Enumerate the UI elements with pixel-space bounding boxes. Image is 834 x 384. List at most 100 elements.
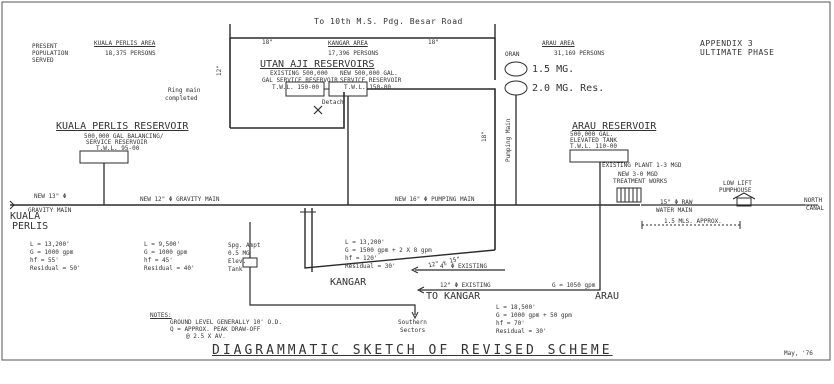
oran-tank-2 <box>504 80 528 96</box>
oran-tank-1-label: 1.5 MG. <box>532 64 575 75</box>
main-18 <box>367 88 496 250</box>
southern-sectors-1: Southern <box>398 319 427 326</box>
arau-stat-3: hf = 70' <box>496 320 525 327</box>
notes-line-1: GROUND LEVEL GENERALLY 10' O.D. <box>170 319 282 326</box>
kuala-perlis-town-1: KUALA <box>10 211 41 222</box>
pipe-12-existing-label: 12" Φ EXISTING <box>440 282 491 289</box>
arau-reservoir-desc-3: T.W.L. 110-00 <box>570 143 617 150</box>
top-road-pipe <box>229 24 496 39</box>
plant-new-2: TREATMENT WORKS <box>613 178 668 185</box>
flow-1050-label: G = 1050 gpm <box>552 282 596 289</box>
mid-stat-3: hf = 45' <box>144 257 173 264</box>
kangar-stat-3: hf = 120' <box>345 255 378 262</box>
raw-water-2: WATER MAIN <box>656 207 693 214</box>
southern-feed <box>249 222 416 315</box>
utan-aji-new-1: NEW 500,000 GAL. <box>340 70 398 77</box>
plant-new-1: NEW 3-0 MGD <box>618 171 658 178</box>
ring-main-label-1: Ring main <box>168 87 201 94</box>
raw-water-1: 15" Φ RAW <box>660 199 693 206</box>
elev-tank-3: Elev. <box>228 258 247 265</box>
kp-stat-3: hf = 55' <box>30 257 59 264</box>
arau-reservoir-title: ARAU RESERVOIR <box>572 121 657 132</box>
mid-stat-2: G = 1000 gpm <box>144 249 188 256</box>
kangar-stat-1: L = 13,200' <box>345 239 385 246</box>
north-canal-1: NORTH <box>804 197 823 204</box>
present-population-3: SERVED <box>32 57 54 64</box>
arau-reservoir-desc-1: 500,000 GAL. <box>570 131 614 138</box>
oran-label: ORAN <box>505 51 520 58</box>
notes-line-3: @ 2.5 X AV. <box>186 333 226 340</box>
kuala-perlis-area-persons: 18,375 PERSONS <box>105 50 156 57</box>
arau-town: ARAU <box>595 291 620 302</box>
arau-reservoir-box <box>569 149 629 163</box>
kangar-stat-2: G = 1500 gpm + 2 X 8 gpm <box>345 247 432 254</box>
appendix-line-2: ULTIMATE PHASE <box>700 48 775 57</box>
present-population-1: PRESENT <box>32 43 58 50</box>
oran-tank-1 <box>504 61 528 77</box>
oran-tank-2-label: 2.0 MG. Res. <box>532 83 605 94</box>
scheme-title: DIAGRAMMATIC SKETCH OF REVISED SCHEME <box>212 343 613 358</box>
utan-aji-existing-1: EXISTING 500,000 <box>270 70 328 77</box>
kangar-feed <box>304 208 496 269</box>
kangar-town: KANGAR <box>330 277 367 288</box>
mid-stat-4: Residual = 40' <box>144 265 195 272</box>
top-road-label: To 10th M.S. Pdg. Besar Road <box>314 17 463 26</box>
kp-reservoir-desc-2: SERVICE RESERVOIR <box>86 139 148 146</box>
present-population-2: POPULATION <box>32 50 69 57</box>
gravity-main-right: NEW 12" Φ GRAVITY MAIN <box>140 196 220 203</box>
kuala-perlis-town-2: PERLIS <box>12 221 49 232</box>
pumping-main-vertical-label: Pumping Main <box>505 118 512 162</box>
arau-area-title: ARAU AREA <box>542 40 575 47</box>
kp-reservoir-box <box>79 150 129 164</box>
detach-label: Detach <box>322 99 344 106</box>
page-border <box>1 1 831 361</box>
kp-stat-4: Residual = 50' <box>30 265 81 272</box>
elev-tank-1: Spg. Ampt <box>228 242 261 249</box>
ring-main-label-2: completed <box>165 95 198 102</box>
kp-stat-1: L = 13,200' <box>30 241 70 248</box>
southern-sectors-2: Sectors <box>400 327 426 334</box>
elev-tank-2: 0.5 MG <box>228 250 250 257</box>
elev-tank-4: Tank <box>228 266 243 273</box>
utan-aji-new-3: T.W.L. 150-00 <box>344 84 391 91</box>
mid-stat-1: L = 9,500' <box>144 241 181 248</box>
detach-mark <box>313 105 323 115</box>
distance-label: 1.5 MLS. APPROX. <box>664 218 722 225</box>
arau-stat-4: Residual = 30' <box>496 328 547 335</box>
arau-stat-2: G = 1000 gpm + 50 gpm <box>496 312 572 319</box>
arau-stat-1: L = 18,500' <box>496 304 536 311</box>
ring-main-bottom <box>230 92 345 129</box>
low-lift-1: LOW LIFT <box>723 180 752 187</box>
kuala-perlis-area-title: KUALA PERLIS AREA <box>94 40 156 47</box>
pipe-4-existing-label: 4" Φ EXISTING <box>440 263 487 270</box>
notes-heading: NOTES: <box>150 312 172 319</box>
utan-aji-title: UTAN AJI RESERVOIRS <box>260 59 375 70</box>
pumping-main-new: NEW 16" Φ PUMPING MAIN <box>395 196 475 203</box>
gravity-main-left-2: GRAVITY MAIN <box>28 207 72 214</box>
kp-stat-2: G = 1000 gpm <box>30 249 74 256</box>
low-lift-2: PUMPHOUSE <box>719 187 752 194</box>
kangar-area-persons: 17,396 PERSONS <box>328 50 379 57</box>
date-label: May, '76 <box>784 350 813 357</box>
utan-aji-new-2: SERVICE RESERVOIR <box>340 77 402 84</box>
pipe-12-existing <box>420 205 601 291</box>
pipe-size-top-right: 18" <box>428 39 439 46</box>
kp-reservoir-desc-3: T.W.L. 95-00 <box>96 145 140 152</box>
utan-aji-existing-2: GAL SERVICE RESERVOIR <box>262 77 338 84</box>
to-kangar-label: TO KANGAR <box>426 291 481 302</box>
plant-existing: EXISTING PLANT 1-3 MGD <box>602 162 682 169</box>
notes-line-2: Q = APPROX. PEAK DRAW-OFF <box>170 326 261 333</box>
kp-reservoir-desc-1: 500,000 GAL BALANCING/ <box>84 133 164 140</box>
pipe-size-top-left: 18" <box>262 39 273 46</box>
utan-aji-existing-3: T.W.L. 150-00 <box>272 84 319 91</box>
arau-area-persons: 31,169 PERSONS <box>554 50 605 57</box>
kangar-stat-4: Residual = 30' <box>345 263 396 270</box>
gravity-main-left-1: NEW 13" Φ <box>34 193 67 200</box>
low-lift-pumphouse <box>736 197 752 207</box>
kp-reservoir-title: KUALA PERLIS RESERVOIR <box>56 121 189 132</box>
kangar-area-title: KANGAR AREA <box>328 40 368 47</box>
appendix-line-1: APPENDIX 3 <box>700 39 754 48</box>
arau-reservoir-desc-2: ELEVATED TANK <box>570 137 617 144</box>
